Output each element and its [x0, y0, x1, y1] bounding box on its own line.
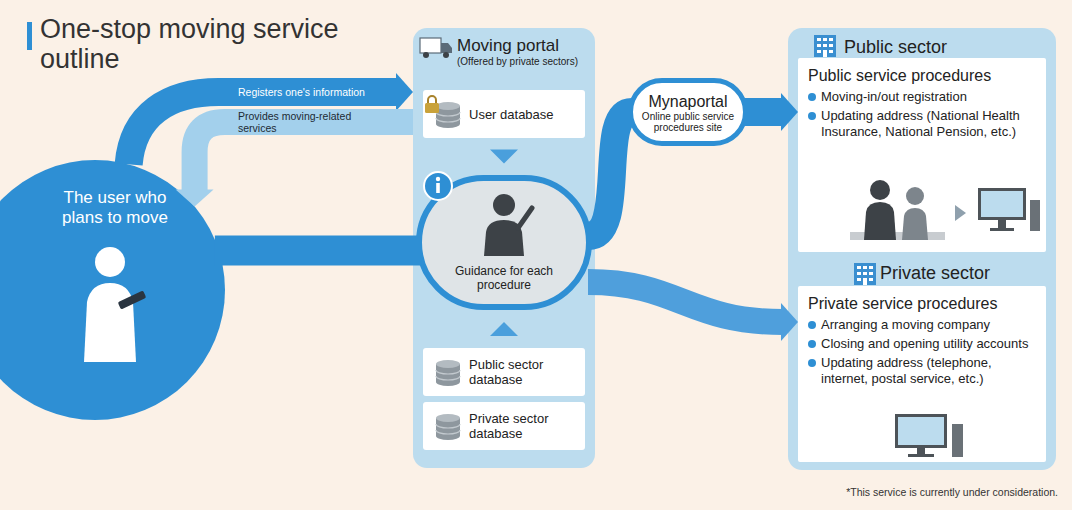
node-text: The user who plans to move [45, 188, 185, 228]
title-bar [27, 22, 32, 50]
node-text: Public sector database [469, 357, 579, 387]
truck-icon [420, 38, 452, 58]
guide-figure [484, 194, 532, 256]
flow-band [744, 93, 798, 131]
user-figure [84, 247, 146, 362]
info-icon [424, 172, 452, 200]
database-icon [436, 102, 460, 440]
computer-illustration [895, 414, 963, 457]
lock-icon [425, 96, 439, 113]
node-text: Public sector [844, 37, 1056, 58]
procedure-heading: Private service procedures [808, 294, 1036, 314]
node-text: Moving portal [457, 36, 591, 56]
diagram-title: One-stop moving service outline [40, 14, 340, 74]
node-text: Private sector [880, 263, 1056, 284]
flow-band [176, 122, 413, 206]
node-text: Mynaportal [648, 92, 727, 111]
portal-ellipse: MynaportalOnline public service procedur… [628, 78, 748, 146]
sector-panel: Private sectorPrivate service procedures… [788, 258, 1056, 470]
edge-label-box: Provides moving-related services [238, 109, 388, 135]
edge-label-box: Registers one's information [238, 78, 388, 106]
sector-panel: Public sectorPublic service proceduresMo… [788, 28, 1056, 258]
footnote: *This service is currently under conside… [846, 486, 1058, 499]
bullet-item: Moving-in/out registration [808, 89, 1036, 105]
bullet-item: Updating address (telephone, internet, p… [808, 355, 1036, 387]
flow-band [215, 250, 420, 251]
node-text: Online public service procedures site [639, 111, 737, 133]
flow-band [588, 282, 798, 341]
bullet-item: Updating address (National Health Insura… [808, 108, 1036, 140]
database-box: User database [423, 90, 585, 138]
node-text: Private sector database [469, 411, 579, 441]
flow-band [588, 112, 632, 236]
bullet-item: Arranging a moving company [808, 317, 1036, 333]
guidance-pill: Guidance for each procedure [416, 175, 592, 310]
user-circle: The user who plans to move [0, 160, 225, 420]
portal-panel: Moving portal(Offered by private sectors… [413, 28, 595, 468]
procedure-box: Public service proceduresMoving-in/out r… [798, 58, 1046, 252]
database-box: Public sector database [423, 348, 585, 396]
node-text: (Offered by private sectors) [457, 56, 591, 68]
database-box: Private sector database [423, 402, 585, 450]
flow-band [490, 150, 518, 164]
counter-illustration [850, 180, 1040, 240]
node-text: User database [469, 107, 554, 122]
procedure-heading: Public service procedures [808, 66, 1036, 86]
title-block: One-stop moving service outline [40, 14, 340, 74]
bullet-item: Closing and opening utility accounts [808, 336, 1036, 352]
edge-label: Provides moving-related services [238, 110, 388, 134]
node-text: Guidance for each procedure [444, 264, 564, 292]
procedure-box: Private service proceduresArranging a mo… [798, 286, 1046, 462]
flow-band [129, 73, 413, 164]
building-icon [814, 35, 876, 285]
edge-label: Registers one's information [238, 86, 365, 98]
flow-band [490, 322, 518, 336]
